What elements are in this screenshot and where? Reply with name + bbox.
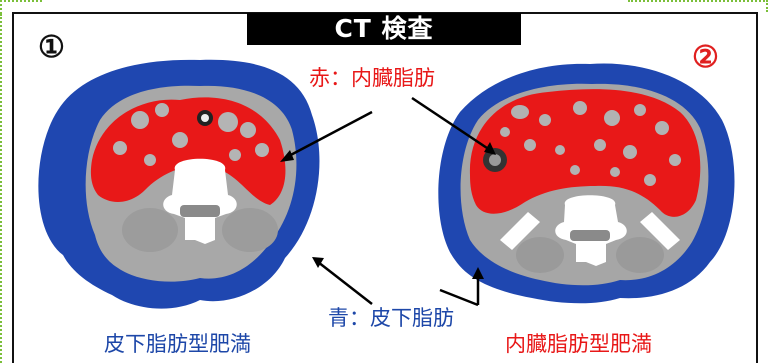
legend-visceral-fat: 赤：内臓脂肪 (309, 66, 435, 90)
bowel-loops (113, 103, 269, 166)
page-title: CT 検査 (334, 14, 434, 43)
scan-number-2: ② (692, 40, 719, 75)
decorative-dotted-border (0, 0, 42, 14)
scan-number-1: ① (38, 30, 65, 65)
ct-scan-subcutaneous-type (38, 59, 320, 309)
ct-scan-visceral-type (438, 63, 735, 304)
decorative-dotted-border (628, 0, 768, 12)
decorative-dotted-border (0, 14, 10, 363)
caption-subcutaneous-obesity: 皮下脂肪型肥満 (104, 332, 251, 356)
title-banner (247, 13, 521, 45)
spine-vertebra (163, 158, 237, 244)
legend-subcutaneous-fat: 青：皮下脂肪 (328, 306, 454, 330)
bowel-loops (500, 101, 681, 186)
annotation-arrows (280, 96, 496, 307)
visceral-fat-area (469, 89, 701, 217)
caption-visceral-obesity: 内臓脂肪型肥満 (505, 332, 652, 356)
